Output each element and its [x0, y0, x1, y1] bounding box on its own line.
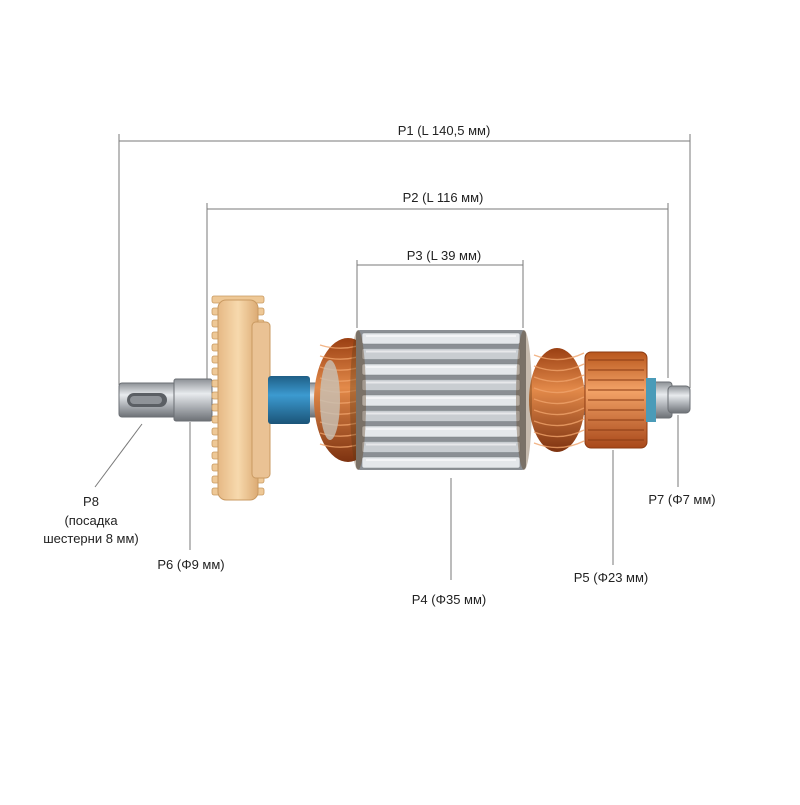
dimension-lines: [94, 134, 691, 580]
p3-label: P3 (L 39 мм): [406, 248, 482, 263]
p8-leader: [94, 423, 143, 488]
p2-label: P2 (L 116 мм): [402, 190, 484, 205]
p8-label-line3: шестерни 8 мм): [43, 531, 139, 546]
p4-label: P4 (Φ35 мм): [411, 592, 487, 607]
rotor-core: [350, 330, 532, 470]
right-winding: [529, 348, 585, 452]
p1-label: P1 (L 140,5 мм): [397, 123, 491, 138]
insulation-sleeve: [268, 376, 310, 424]
p8-label-line1: P8: [83, 494, 99, 509]
p6-label: P6 (Φ9 мм): [157, 557, 225, 572]
commutator: [584, 351, 656, 449]
p5-label: P5 (Φ23 мм): [573, 570, 649, 585]
p8-label-line2: (посадка: [64, 513, 118, 528]
p7-label: P7 (Φ7 мм): [648, 492, 716, 507]
gear: [211, 295, 271, 501]
